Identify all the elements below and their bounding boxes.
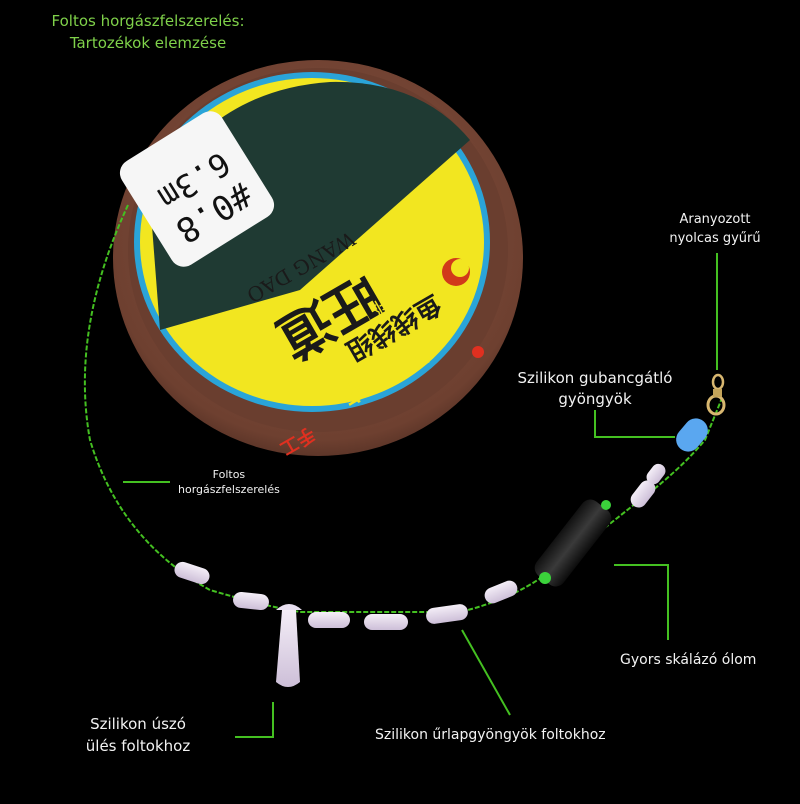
bead-icon	[233, 591, 269, 611]
swivel-icon	[706, 373, 726, 416]
title-line-2: Tartozékok elemzése	[69, 34, 227, 52]
antitangle-bead-icon	[676, 418, 708, 452]
wang-dao-logo-icon	[442, 258, 470, 286]
bead-icon	[174, 561, 210, 585]
bead-icon	[484, 580, 518, 604]
float-seat-icon	[276, 604, 302, 687]
beads-label: Szilikon űrlapgyöngyök foltokhoz	[375, 727, 606, 743]
page-title: Foltos horgászfelszerelés: Tartozékok el…	[18, 10, 278, 54]
title-line-1: Foltos horgászfelszerelés:	[51, 12, 245, 30]
bead-icon	[426, 604, 468, 624]
bead-icon	[364, 614, 408, 630]
bead-icon	[308, 612, 350, 628]
float-seat-label: Szilikon úszó ülés foltokhoz	[85, 715, 191, 755]
silicone-beads	[174, 463, 666, 630]
sinker-label: Gyors skálázó ólom	[620, 652, 757, 668]
rig-label: Foltos horgászfelszerelés	[178, 468, 280, 496]
bead-icon	[646, 463, 666, 485]
antitangle-label: Szilikon gubancgátló gyöngyök	[517, 369, 673, 408]
bead-icon	[630, 480, 656, 508]
line-spool	[113, 60, 523, 456]
swivel-label: Aranyozott nyolcas gyűrű	[669, 212, 761, 246]
callout-lines	[123, 253, 718, 738]
sinker-icon	[534, 499, 612, 587]
